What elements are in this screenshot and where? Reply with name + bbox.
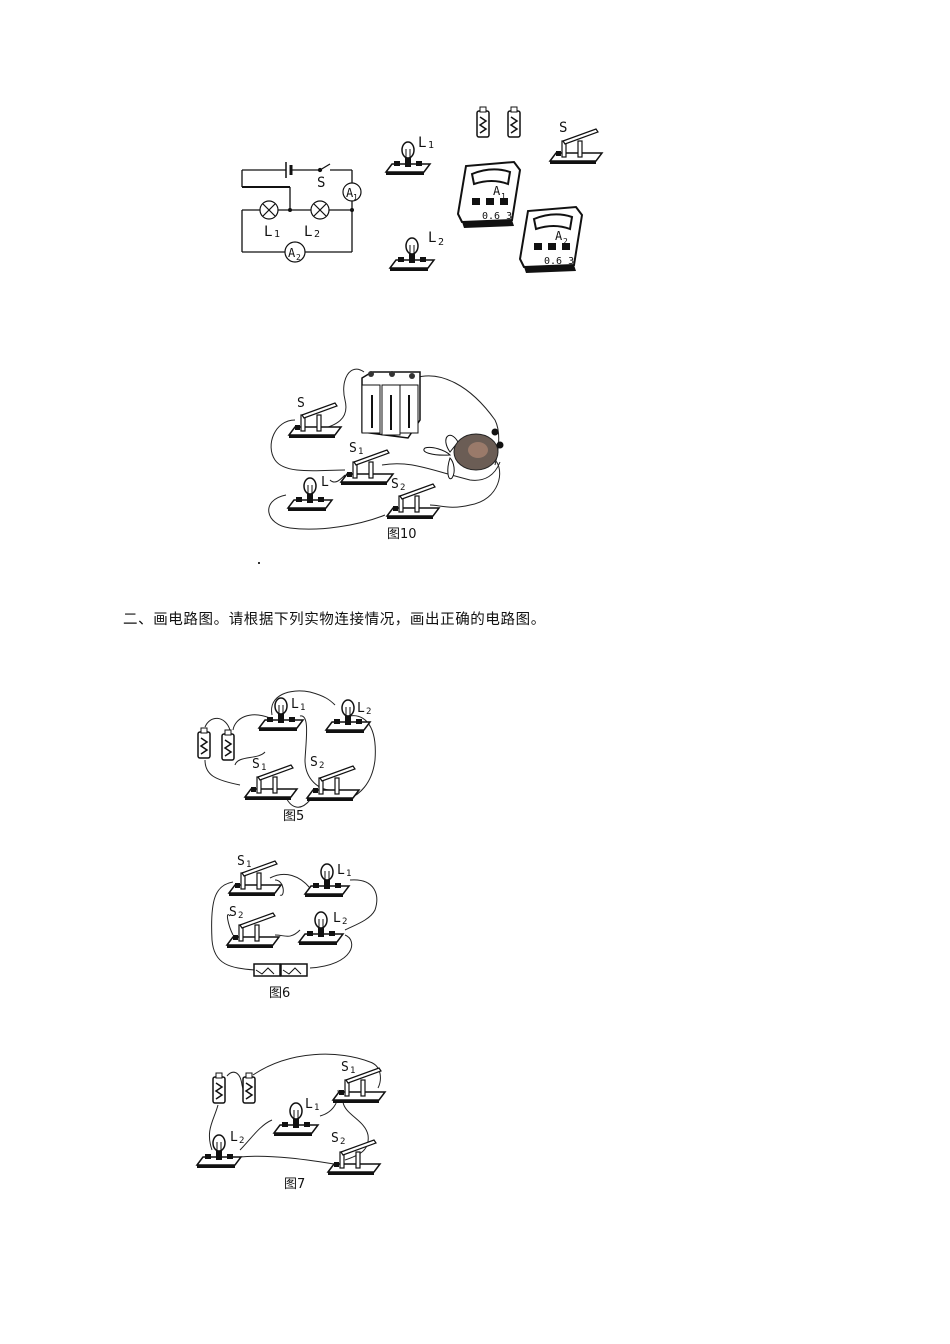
ammeter-a2-sub: 2 xyxy=(563,237,568,246)
battery-pack xyxy=(253,963,308,977)
fig10-switch2-label: S xyxy=(391,477,399,492)
fig6-l2-sub: 2 xyxy=(342,917,347,927)
lamp-l2-sub: 2 xyxy=(438,237,444,248)
fig10-switch-label: S xyxy=(297,396,305,411)
schematic-a2-label: A xyxy=(288,246,296,260)
figure-6-caption: 图6 xyxy=(269,986,290,1001)
circuit-schematic: S A 1 A 2 L 1 L 2 xyxy=(241,162,362,263)
motor-fan xyxy=(423,428,504,480)
fig10-switch1-sub: 1 xyxy=(358,447,363,457)
lamp-l2-label: L xyxy=(428,230,436,246)
fig5-s1-label: S xyxy=(252,757,260,772)
schematic-switch-label: S xyxy=(317,175,325,191)
battery-cell-2 xyxy=(242,1072,256,1104)
fig10-lamp-label: L xyxy=(321,475,329,490)
ammeter-a2-symbol xyxy=(284,241,306,263)
ammeter-a2-label: A xyxy=(555,229,563,243)
fig5-l1-label: L xyxy=(291,697,299,712)
fig5-l1-sub: 1 xyxy=(300,703,305,713)
fig7-s1-sub: 1 xyxy=(350,1066,355,1076)
fig7-l2-sub: 2 xyxy=(239,1136,244,1146)
ammeter-a1-label: A xyxy=(493,184,501,198)
fig5-s2-sub: 2 xyxy=(319,761,324,771)
apparatus-set: L 1 L 2 S A 1 0.6 3 A 2 0.6 3 xyxy=(385,106,603,274)
fig6-l1-sub: 1 xyxy=(346,869,351,879)
fig6-l1-label: L xyxy=(337,863,345,878)
fig6-s2-label: S xyxy=(229,905,237,920)
fig7-s2-label: S xyxy=(331,1131,339,1146)
fig5-l2-label: L xyxy=(357,701,365,716)
switch-s-label: S xyxy=(559,120,567,136)
fig6-s1-label: S xyxy=(237,854,245,869)
schematic-l1-sub: 1 xyxy=(274,229,280,240)
fig5-s2-label: S xyxy=(310,755,318,770)
schematic-a1-sub: 1 xyxy=(353,193,358,202)
fig6-s2-sub: 2 xyxy=(238,911,243,921)
figure-7-caption: 图7 xyxy=(284,1177,305,1192)
figure-10-caption: 图10 xyxy=(387,527,417,542)
fig6-l2-label: L xyxy=(333,911,341,926)
schematic-l2-label: L xyxy=(304,224,312,240)
lamp-l2-symbol xyxy=(310,200,330,220)
fig6-s1-sub: 1 xyxy=(246,860,251,870)
fig10-switch1-label: S xyxy=(349,441,357,456)
schematic-a1-label: A xyxy=(346,186,354,200)
ammeter-a1-scale: 0.6 3 xyxy=(482,211,512,222)
lamp-l1-symbol xyxy=(259,200,279,220)
lamp-l1-sub: 1 xyxy=(428,140,434,151)
ammeter-a1-sub: 1 xyxy=(501,192,506,201)
fig7-s1-label: S xyxy=(341,1060,349,1075)
battery-pack xyxy=(361,371,421,439)
fig5-l2-sub: 2 xyxy=(366,707,371,717)
figure-10: S S 1 S 2 L 图10 xyxy=(268,368,504,542)
schematic-l1-label: L xyxy=(264,224,272,240)
ammeter-a1-symbol xyxy=(342,182,362,202)
fig7-l1-label: L xyxy=(305,1097,313,1112)
figure-6: S 1 L 1 S 2 L 2 图6 xyxy=(211,854,378,1001)
schematic-a2-sub: 2 xyxy=(296,253,301,262)
fig7-s2-sub: 2 xyxy=(340,1137,345,1147)
fig7-l2-label: L xyxy=(230,1130,238,1145)
fig10-switch2-sub: 2 xyxy=(400,483,405,493)
section-2-heading: 二、画电路图。请根据下列实物连接情况，画出正确的电路图。 xyxy=(123,612,546,628)
fig5-s1-sub: 1 xyxy=(261,763,266,773)
schematic-l2-sub: 2 xyxy=(314,229,320,240)
fig7-l1-sub: 1 xyxy=(314,1103,319,1113)
stray-dot xyxy=(258,562,260,564)
figure-5-caption: 图5 xyxy=(283,809,304,824)
figure-5: L 1 L 2 S 1 S 2 图5 xyxy=(197,690,376,824)
figure-7: S 1 L 1 L 2 S 2 图7 xyxy=(196,1053,386,1192)
ammeter-a2-scale: 0.6 3 xyxy=(544,256,574,267)
lamp-l1-label: L xyxy=(418,135,426,151)
battery-cell-1 xyxy=(212,1072,226,1104)
